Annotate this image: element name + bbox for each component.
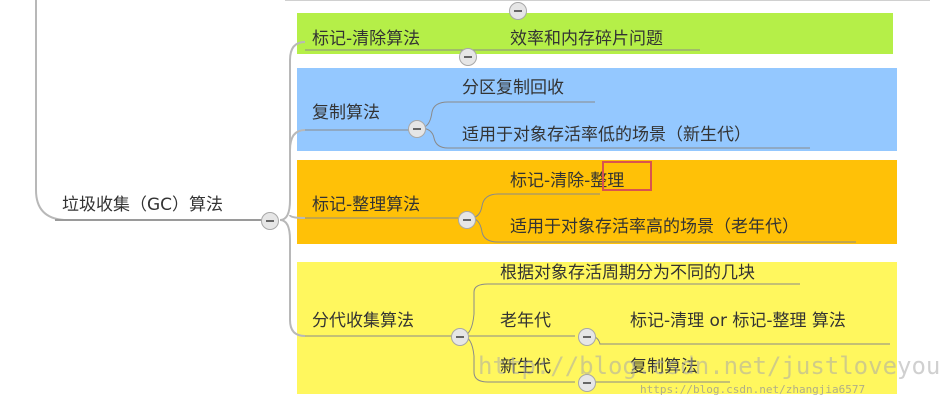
leaf-old-gen-algorithm[interactable]: 标记-清理 or 标记-整理 算法 xyxy=(630,311,846,331)
collapse-top-icon[interactable] xyxy=(509,2,527,20)
leaf-mark-sweep-prefix: 标记-清除- xyxy=(510,171,591,191)
collapse-copy-icon[interactable] xyxy=(408,120,426,138)
collapse-old-gen-icon[interactable] xyxy=(578,328,596,346)
band-copy xyxy=(297,68,897,151)
leaf-low-survival[interactable]: 适用于对象存活率低的场景（新生代） xyxy=(462,125,751,145)
leaf-young-gen-algorithm[interactable]: 复制算法 xyxy=(630,357,698,377)
highlight-box xyxy=(602,161,652,191)
leaf-high-survival[interactable]: 适用于对象存活率高的场景（老年代） xyxy=(510,217,799,237)
leaf-partition-copy[interactable]: 分区复制回收 xyxy=(462,78,564,98)
leaf-young-gen[interactable]: 新生代 xyxy=(500,357,551,377)
branch-mark-sweep[interactable]: 标记-清除算法 xyxy=(312,29,421,49)
collapse-root-icon[interactable] xyxy=(261,212,279,230)
collapse-mark-compact-icon[interactable] xyxy=(458,211,476,229)
branch-generational[interactable]: 分代收集算法 xyxy=(312,311,414,331)
leaf-compact-highlight: 整理 xyxy=(590,171,625,191)
root-node[interactable]: 垃圾收集（GC）算法 xyxy=(62,195,224,215)
leaf-old-gen[interactable]: 老年代 xyxy=(500,311,551,331)
band-mark-compact xyxy=(297,160,897,244)
watermark-small: https://blog.csdn.net/zhangjia6577 xyxy=(640,383,866,396)
leaf-mark-sweep-compact[interactable]: 标记-清除-整理 xyxy=(510,166,624,191)
collapse-mark-sweep-icon[interactable] xyxy=(459,48,477,66)
leaf-lifecycle[interactable]: 根据对象存活周期分为不同的几块 xyxy=(500,263,755,283)
collapse-generational-icon[interactable] xyxy=(451,328,469,346)
leaf-fragmentation[interactable]: 效率和内存碎片问题 xyxy=(510,29,663,49)
branch-mark-compact[interactable]: 标记-整理算法 xyxy=(312,195,421,215)
watermark-large: http://blog.csdn.net/justloveyou xyxy=(478,352,941,380)
branch-copy[interactable]: 复制算法 xyxy=(312,103,380,123)
collapse-young-gen-icon[interactable] xyxy=(578,374,596,392)
band-mark-sweep xyxy=(297,13,893,54)
